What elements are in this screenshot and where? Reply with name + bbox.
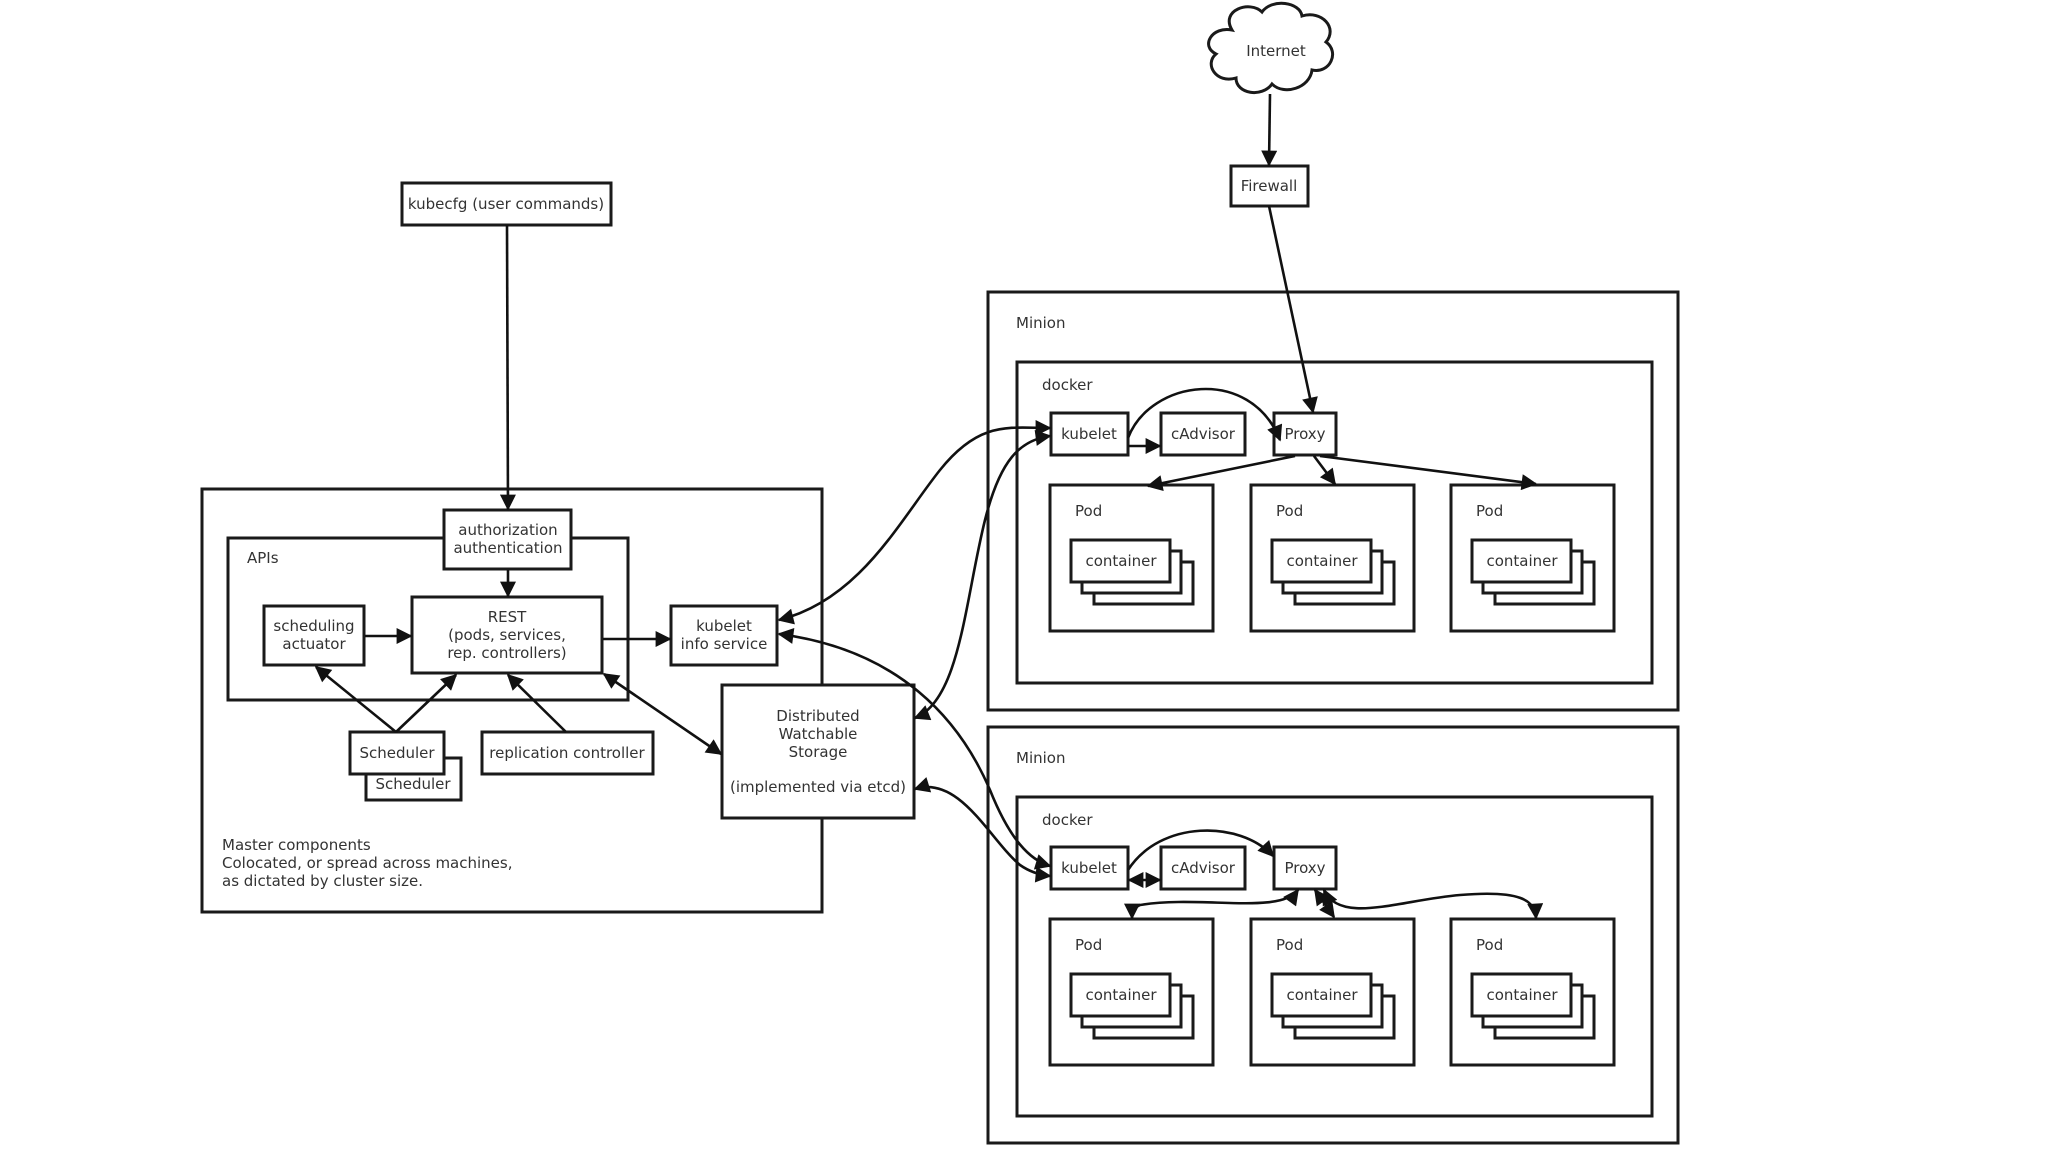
minion-label: Minion	[1016, 314, 1065, 332]
master-caption-line-3: as dictated by cluster size.	[222, 872, 423, 890]
arrow-internet-to-firewall	[1261, 93, 1278, 167]
auth-line-2: authentication	[453, 539, 562, 557]
rest-line-3: rep. controllers)	[447, 644, 566, 662]
replication-controller-label: replication controller	[489, 744, 645, 762]
connectors	[314, 93, 1544, 920]
firewall-label: Firewall	[1241, 177, 1298, 195]
scheduler-label: Scheduler	[359, 744, 435, 762]
container-label: container	[1286, 986, 1358, 1004]
cadvisor-label: cAdvisor	[1171, 425, 1236, 443]
container-label: container	[1085, 552, 1157, 570]
internet-cloud: Internet	[1207, 1, 1334, 94]
rest-line-1: REST	[488, 608, 527, 626]
arrow-proxy-pod2	[1313, 888, 1336, 919]
master-components: APIs authorization authentication REST (…	[200, 487, 916, 914]
kubelet-info-service-node[interactable]: kubelet info service	[669, 604, 779, 667]
kubelet-node[interactable]: kubelet	[1049, 845, 1130, 891]
minion-label: Minion	[1016, 749, 1065, 767]
storage-node[interactable]: Distributed Watchable Storage (implement…	[720, 683, 916, 820]
arrow-proxy-pod2	[1312, 455, 1337, 486]
rest-node[interactable]: REST (pods, services, rep. controllers)	[410, 595, 604, 675]
kubecfg-label: kubecfg (user commands)	[408, 195, 604, 213]
storage-line-3: Storage	[789, 743, 848, 761]
docker-label: docker	[1042, 811, 1093, 829]
pod-2[interactable]: Pod container	[1249, 917, 1416, 1067]
arrow-proxy-pod1	[1124, 888, 1300, 920]
scheduling-actuator-line-1: scheduling	[273, 617, 354, 635]
scheduler-node[interactable]: Scheduler	[348, 730, 446, 776]
master-caption-line-1: Master components	[222, 836, 371, 854]
arrow-firewall-to-proxy	[1267, 205, 1318, 414]
proxy-node[interactable]: Proxy	[1272, 411, 1338, 457]
container-box[interactable]	[1470, 538, 1573, 584]
storage-line-2: Watchable	[779, 725, 858, 743]
auth-node[interactable]: authorization authentication	[442, 508, 573, 571]
pod-3[interactable]: Pod container	[1449, 917, 1616, 1067]
arrow-storage-minion1-kubelet	[913, 429, 1052, 721]
pod-label: Pod	[1075, 502, 1102, 520]
kubelet-label: kubelet	[1061, 425, 1117, 443]
container-label: container	[1486, 552, 1558, 570]
proxy-label: Proxy	[1284, 425, 1325, 443]
arrow-proxy-pod3	[1319, 454, 1538, 491]
pod-2[interactable]: Pod container	[1249, 483, 1416, 633]
arrow-proxy-pod1	[1146, 454, 1296, 491]
container-label: container	[1286, 552, 1358, 570]
replication-controller-node[interactable]: replication controller	[480, 730, 655, 776]
kubelet-label: kubelet	[1061, 859, 1117, 877]
scheduling-actuator-line-2: actuator	[282, 635, 346, 653]
container-label: container	[1486, 986, 1558, 1004]
scheduler-replica-label: Scheduler	[375, 775, 451, 793]
container-box[interactable]	[1270, 538, 1373, 584]
arrow-kubeletinfo-minion1-kubelet	[777, 419, 1052, 625]
arrow-storage-minion2-kubelet	[913, 777, 1052, 883]
rest-line-2: (pods, services,	[448, 626, 566, 644]
kubelet-info-line-2: info service	[681, 635, 768, 653]
cadvisor-label: cAdvisor	[1171, 859, 1236, 877]
auth-line-1: authorization	[458, 521, 557, 539]
pod-label: Pod	[1476, 502, 1503, 520]
arrow-rest-storage	[602, 672, 723, 756]
arrow-kubecfg-to-auth	[499, 224, 516, 511]
minion-frame	[986, 725, 1680, 1145]
kubelet-info-line-1: kubelet	[696, 617, 752, 635]
container-box[interactable]	[1069, 972, 1172, 1018]
storage-line-1: Distributed	[776, 707, 859, 725]
container-box[interactable]	[1270, 972, 1373, 1018]
cadvisor-node[interactable]: cAdvisor	[1159, 411, 1247, 457]
pod-3[interactable]: Pod container	[1449, 483, 1616, 633]
scheduling-actuator-node[interactable]: scheduling actuator	[262, 604, 366, 667]
docker-label: docker	[1042, 376, 1093, 394]
pod-label: Pod	[1276, 936, 1303, 954]
master-caption-line-2: Colocated, or spread across machines,	[222, 854, 513, 872]
apis-label: APIs	[247, 549, 279, 567]
container-box[interactable]	[1069, 538, 1172, 584]
docker-frame	[1015, 795, 1654, 1118]
pod-1[interactable]: Pod container	[1048, 483, 1215, 633]
pod-label: Pod	[1075, 936, 1102, 954]
arrow-kubelet-proxy	[1126, 829, 1275, 871]
firewall-node[interactable]: Firewall	[1229, 164, 1310, 208]
storage-line-5: (implemented via etcd)	[730, 778, 906, 796]
proxy-label: Proxy	[1284, 859, 1325, 877]
container-label: container	[1085, 986, 1157, 1004]
pod-label: Pod	[1276, 502, 1303, 520]
kubelet-node[interactable]: kubelet	[1049, 411, 1130, 457]
arrow-kubelet-proxy	[1126, 387, 1283, 442]
minion-1: Minion docker kubelet cAdvisor Proxy Pod…	[986, 290, 1680, 712]
proxy-node[interactable]: Proxy	[1272, 845, 1338, 891]
arrow-scheduler-to-actuator	[314, 665, 397, 734]
pod-1[interactable]: Pod container	[1048, 917, 1215, 1067]
pod-label: Pod	[1476, 936, 1503, 954]
internet-label: Internet	[1246, 42, 1306, 60]
cloud-icon	[1207, 1, 1334, 94]
container-box[interactable]	[1470, 972, 1573, 1018]
arrow-scheduler-to-rest	[395, 673, 458, 733]
cadvisor-node[interactable]: cAdvisor	[1159, 845, 1247, 891]
minion-2: Minion docker kubelet cAdvisor Proxy Pod…	[986, 725, 1680, 1145]
kubecfg-node[interactable]: kubecfg (user commands)	[400, 181, 613, 227]
arrow-proxy-pod3	[1322, 888, 1544, 920]
arrow-replication-to-rest	[506, 673, 567, 733]
